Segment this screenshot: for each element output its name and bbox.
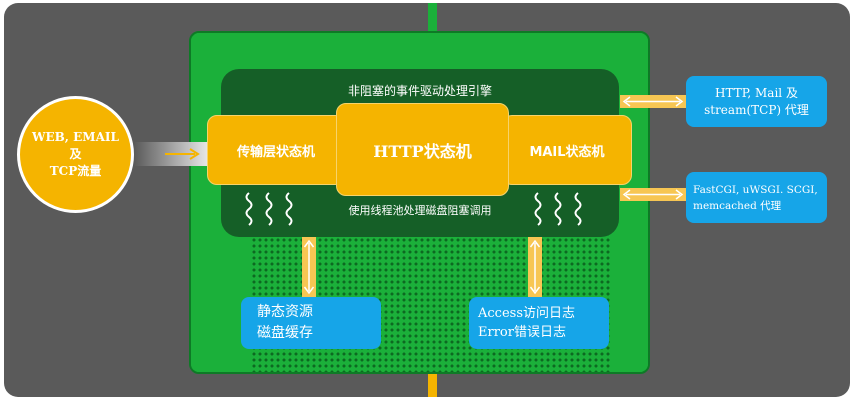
- proxy-cgi-box: FastCGI, uWSGI. SCGI, memcached 代理: [686, 172, 827, 223]
- transport-state-machine: 传输层状态机: [207, 115, 345, 185]
- static-cache-box: 静态资源 磁盘缓存: [241, 297, 381, 349]
- double-arrow-icon: [622, 189, 684, 200]
- traffic-line-1: WEB, EMAIL: [32, 130, 119, 144]
- traffic-line-2: 及: [69, 147, 82, 161]
- board-plain-top: [191, 33, 648, 73]
- logs-line-1: Access访问日志: [478, 306, 575, 321]
- double-arrow-vertical-icon: [529, 239, 541, 295]
- static-line-1: 静态资源: [257, 304, 313, 320]
- engine-bottom-label: 使用线程池处理磁盘阻塞调用: [348, 204, 492, 217]
- static-line-2: 磁盘缓存: [257, 325, 313, 341]
- traffic-input-circle: WEB, EMAIL 及 TCP流量: [17, 96, 134, 213]
- proxy-cgi-line-1: FastCGI, uWSGI. SCGI,: [693, 183, 818, 196]
- input-arrow-icon: [165, 148, 200, 160]
- double-arrow-icon: [622, 96, 684, 107]
- engine-top-label: 非阻塞的事件驱动处理引擎: [347, 84, 492, 98]
- top-connector: [428, 3, 437, 31]
- proxy-http-line-2: stream(TCP) 代理: [704, 102, 809, 117]
- http-state-machine: HTTP状态机: [336, 103, 509, 196]
- proxy-http-line-1: HTTP, Mail 及: [715, 85, 798, 100]
- wavy-lines-right-icon: [534, 192, 582, 226]
- mail-state-machine: MAIL状态机: [502, 115, 632, 185]
- proxy-cgi-line-2: memcached 代理: [693, 199, 782, 212]
- double-arrow-vertical-icon: [303, 239, 315, 295]
- proxy-http-box: HTTP, Mail 及 stream(TCP) 代理: [686, 76, 827, 127]
- logs-line-2: Error错误日志: [478, 325, 566, 340]
- logs-box: Access访问日志 Error错误日志: [469, 297, 609, 349]
- wavy-lines-left-icon: [245, 192, 293, 226]
- traffic-line-3: TCP流量: [49, 164, 102, 178]
- bottom-connector: [428, 372, 437, 397]
